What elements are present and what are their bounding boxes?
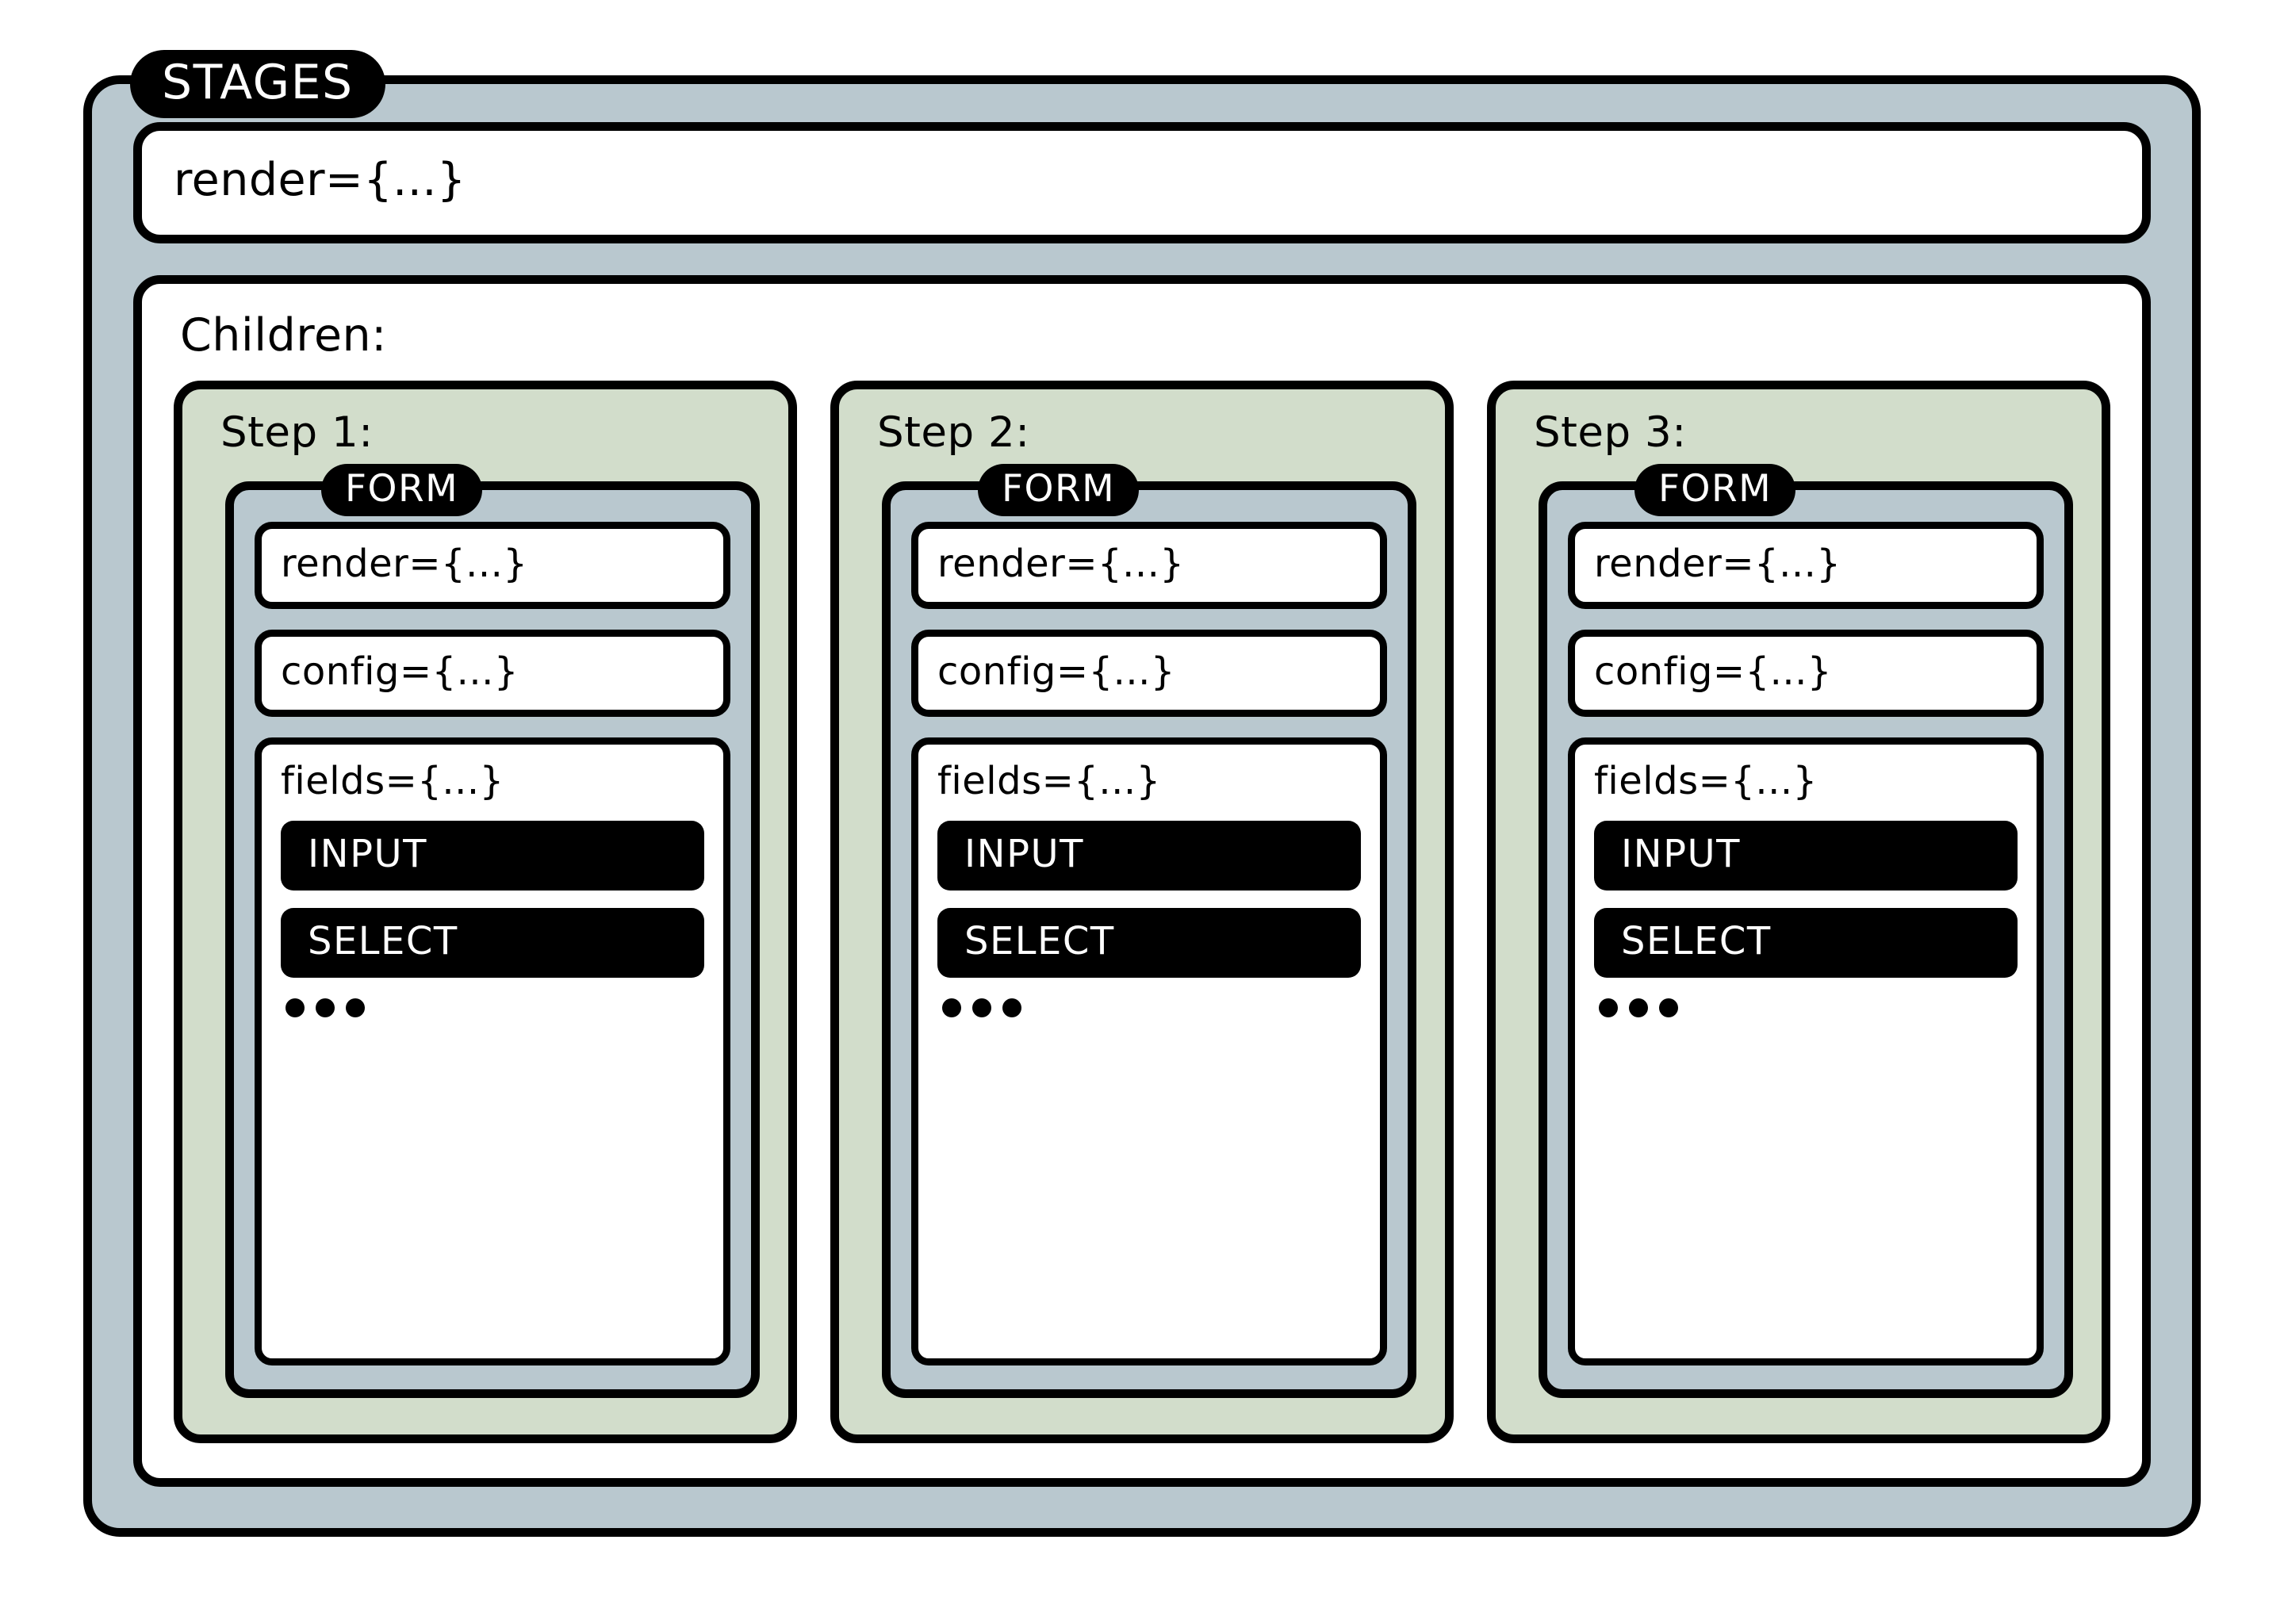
fields-label: fields={...} <box>281 759 504 804</box>
form-render-prop: render={...} <box>255 522 730 610</box>
step-label: Step 2: <box>877 408 1030 457</box>
step-label: Step 3: <box>1534 408 1687 457</box>
form-render-prop: render={...} <box>911 522 1387 610</box>
form-tab-label: FORM <box>978 464 1140 517</box>
stages-container: STAGES render={...} Children: Step 1: FO… <box>83 50 2201 1537</box>
field-chip-input: INPUT <box>1594 821 2018 891</box>
step-card-2: Step 2: FORM render={...} config={...} f… <box>830 380 1454 1443</box>
form-fields-box: fields={...} INPUT SELECT <box>255 737 730 1365</box>
form-config-prop: config={...} <box>1568 630 2044 718</box>
form-container-2: FORM render={...} config={...} fields={.… <box>882 464 1416 1398</box>
form-container-1: FORM render={...} config={...} fields={.… <box>225 464 760 1398</box>
field-chip-input: INPUT <box>281 821 704 891</box>
ellipsis-icon <box>937 998 1361 1018</box>
form-tab-label: FORM <box>321 464 483 517</box>
ellipsis-icon <box>281 998 704 1018</box>
step-card-3: Step 3: FORM render={...} config={...} f… <box>1487 380 2110 1443</box>
field-chip-select: SELECT <box>1594 908 2018 979</box>
children-container: Children: Step 1: FORM render={...} conf… <box>133 275 2151 1487</box>
form-config-prop: config={...} <box>255 630 730 718</box>
step-card-1: Step 1: FORM render={...} config={...} f… <box>174 380 797 1443</box>
stages-render-prop: render={...} <box>133 122 2151 243</box>
field-chip-select: SELECT <box>937 908 1361 979</box>
form-fields-box: fields={...} INPUT SELECT <box>911 737 1387 1365</box>
field-chip-select: SELECT <box>281 908 704 979</box>
children-label: Children: <box>180 309 387 362</box>
fields-label: fields={...} <box>1594 759 1818 804</box>
field-chip-input: INPUT <box>937 821 1361 891</box>
steps-row: Step 1: FORM render={...} config={...} f… <box>174 380 2110 1443</box>
form-render-prop: render={...} <box>1568 522 2044 610</box>
form-config-prop: config={...} <box>911 630 1387 718</box>
stages-tab-label: STAGES <box>130 50 385 118</box>
step-label: Step 1: <box>220 408 374 457</box>
form-tab-label: FORM <box>1634 464 1796 517</box>
fields-label: fields={...} <box>937 759 1161 804</box>
form-fields-box: fields={...} INPUT SELECT <box>1568 737 2044 1365</box>
form-container-3: FORM render={...} config={...} fields={.… <box>1539 464 2073 1398</box>
ellipsis-icon <box>1594 998 2018 1018</box>
